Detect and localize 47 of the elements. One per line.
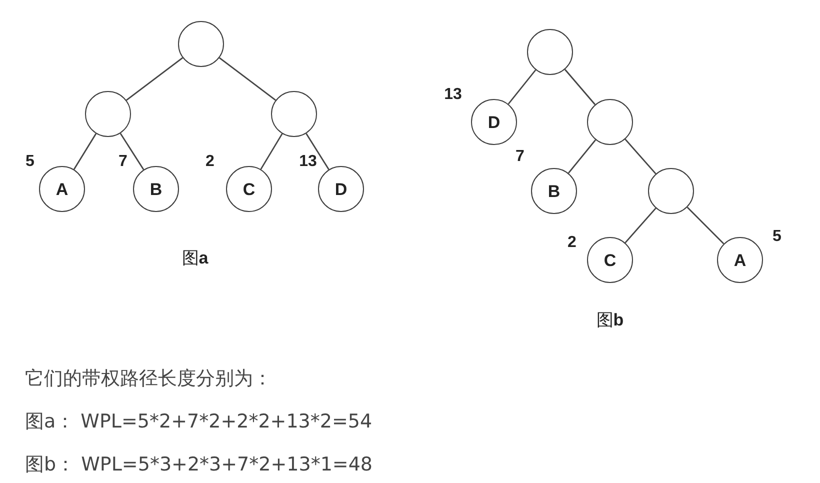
internal-node-circle xyxy=(648,168,694,214)
intro-sentence: 它们的带权路径长度分别为： xyxy=(25,368,272,390)
tree-edge-line xyxy=(624,208,656,244)
leaf-node-circle xyxy=(471,99,517,145)
tree-edge-line xyxy=(260,133,283,170)
weight-label: 13 xyxy=(444,87,462,103)
node-letter: C xyxy=(604,252,616,268)
tree-edge-line xyxy=(564,69,596,105)
leaf-node-circle xyxy=(39,166,85,212)
node-letter: D xyxy=(488,114,500,130)
internal-node-circle xyxy=(85,91,131,137)
tree-edge-line xyxy=(568,139,596,174)
leaf-node-circle xyxy=(133,166,179,212)
internal-node-circle xyxy=(271,91,317,137)
weight-label: 5 xyxy=(772,229,782,245)
tree-edge-line xyxy=(120,133,144,170)
node-letter: D xyxy=(334,180,348,198)
node-letter: B xyxy=(150,180,162,198)
tree-edge-line xyxy=(624,138,656,174)
node-letter: A xyxy=(56,180,68,198)
weight-label: 13 xyxy=(299,154,317,170)
leaf-node-circle xyxy=(531,168,577,214)
internal-node-circle xyxy=(587,99,633,145)
tree-edge-line xyxy=(218,57,276,101)
weight-label: 5 xyxy=(26,154,34,170)
tree-edge-line xyxy=(686,206,724,244)
formula-line: 图b： WPL=5*3+2*3+7*2+13*1=48 xyxy=(25,454,373,476)
tree-edge-line xyxy=(508,70,536,104)
node-letter: B xyxy=(548,182,560,200)
weight-label: 7 xyxy=(516,149,524,165)
formula-line: 图a： WPL=5*2+7*2+2*2+13*2=54 xyxy=(25,412,372,432)
figure-caption: 图b xyxy=(596,312,624,328)
weight-label: 2 xyxy=(568,235,576,251)
weight-label: 2 xyxy=(206,154,214,170)
leaf-node-circle xyxy=(717,237,763,283)
figure-caption: 图a xyxy=(182,250,208,266)
tree-edge-line xyxy=(73,133,97,170)
tree-edge-line xyxy=(306,133,330,170)
tree-edge-line xyxy=(126,57,184,101)
node-letter: C xyxy=(242,180,256,198)
internal-node-circle xyxy=(178,21,224,67)
leaf-node-circle xyxy=(226,166,272,212)
leaf-node-circle xyxy=(587,237,633,283)
internal-node-circle xyxy=(527,29,573,75)
weight-label: 7 xyxy=(118,154,128,170)
node-letter: A xyxy=(734,252,746,268)
leaf-node-circle xyxy=(318,166,364,212)
